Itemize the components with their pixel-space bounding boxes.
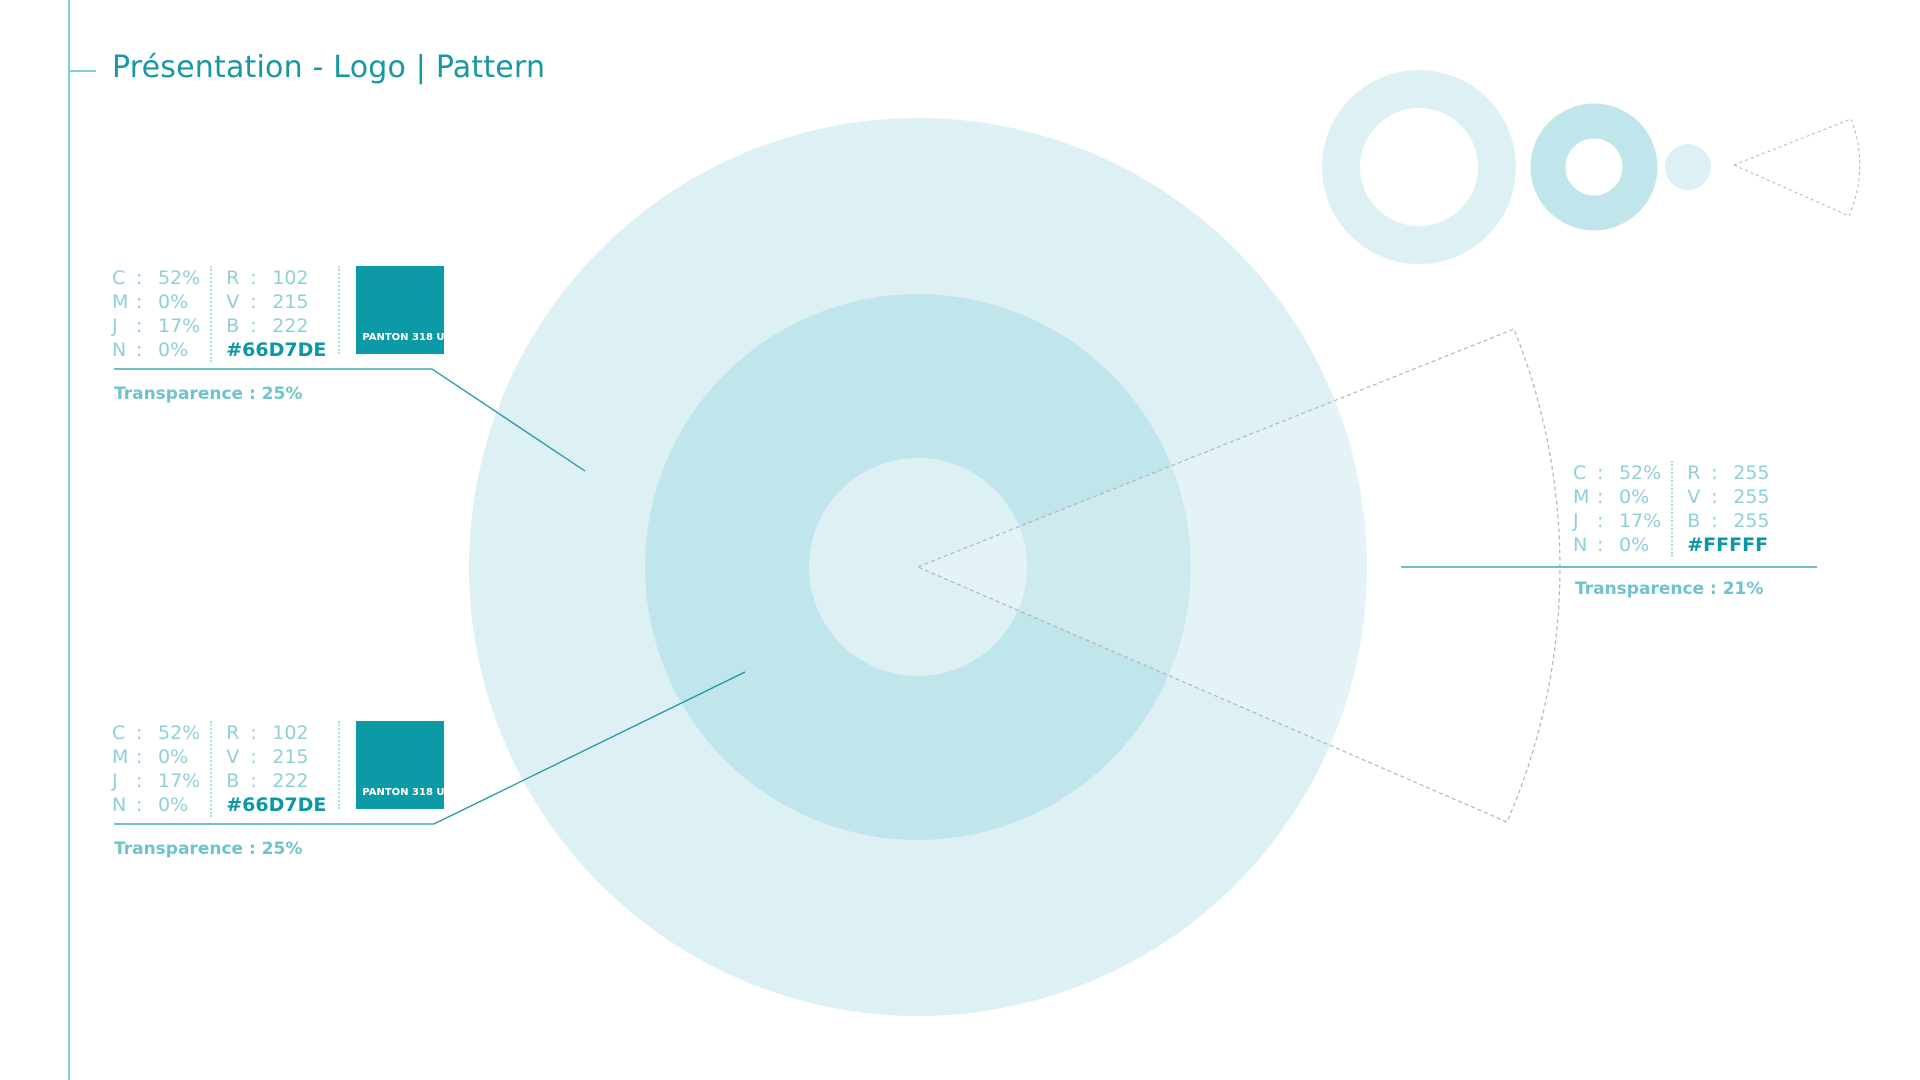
rgb-values: R:255 V:255 B:255 #FFFFF bbox=[1671, 461, 1773, 557]
leader-line-middle bbox=[114, 671, 746, 825]
rgb-key: V bbox=[226, 746, 240, 768]
cmyk-value: 17% bbox=[158, 770, 201, 792]
rgb-key: V bbox=[226, 291, 240, 313]
rgb-value: 102 bbox=[272, 267, 309, 289]
rgb-values: R:102 V:215 B:222 #66D7DE bbox=[210, 721, 338, 817]
frame-vertical-rule bbox=[68, 0, 70, 1080]
transparent-wedge-shape bbox=[916, 328, 1561, 823]
ring-large-icon bbox=[1322, 70, 1516, 264]
cmyk-value: 0% bbox=[158, 291, 189, 313]
cmyk-key: J bbox=[112, 770, 118, 792]
swatch-container: PANTON 318 U bbox=[338, 266, 445, 354]
swatch-container: PANTON 318 U bbox=[338, 721, 445, 809]
cmyk-key: C bbox=[112, 722, 126, 744]
color-spec-middle: C:52% M:0% J:17% N:0% R:102 V:215 B:222 … bbox=[112, 721, 445, 861]
ring-medium-icon bbox=[1530, 103, 1658, 231]
rgb-value: 255 bbox=[1733, 510, 1770, 532]
frame-horizontal-tick bbox=[68, 70, 96, 72]
cmyk-key: N bbox=[1573, 534, 1588, 556]
rgb-key: R bbox=[226, 722, 240, 744]
rgb-value: 255 bbox=[1733, 486, 1770, 508]
cmyk-value: 0% bbox=[1619, 486, 1650, 508]
cmyk-value: 0% bbox=[158, 339, 189, 361]
rgb-key: V bbox=[1687, 486, 1701, 508]
cmyk-value: 0% bbox=[158, 794, 189, 816]
rgb-key: B bbox=[1687, 510, 1701, 532]
hex-code: #66D7DE bbox=[226, 794, 327, 816]
cmyk-key: M bbox=[112, 291, 129, 313]
cmyk-values: C:52% M:0% J:17% N:0% bbox=[1573, 462, 1662, 556]
swatch-label: PANTON 318 U bbox=[362, 332, 445, 343]
cmyk-key: N bbox=[112, 339, 127, 361]
cmyk-value: 52% bbox=[158, 267, 201, 289]
cmyk-key: N bbox=[112, 794, 127, 816]
cmyk-key: J bbox=[112, 315, 118, 337]
cmyk-values: C:52% M:0% J:17% N:0% bbox=[112, 267, 201, 361]
cmyk-values: C:52% M:0% J:17% N:0% bbox=[112, 722, 201, 816]
rgb-values: R:102 V:215 B:222 #66D7DE bbox=[210, 266, 338, 362]
rgb-value: 222 bbox=[272, 770, 309, 792]
cmyk-key: J bbox=[1573, 510, 1579, 532]
cmyk-value: 52% bbox=[1619, 462, 1662, 484]
transparency-label: Transparence : 25% bbox=[114, 839, 303, 859]
rgb-value: 255 bbox=[1733, 462, 1770, 484]
cmyk-key: M bbox=[112, 746, 129, 768]
color-spec-wedge: C:52% M:0% J:17% N:0% R:255 V:255 B:255 … bbox=[1573, 461, 1773, 601]
cmyk-value: 17% bbox=[158, 315, 201, 337]
hex-code: #FFFFF bbox=[1687, 534, 1769, 556]
color-swatch: PANTON 318 U bbox=[356, 266, 445, 354]
swatch-label: PANTON 318 U bbox=[362, 787, 445, 798]
rgb-key: R bbox=[226, 267, 240, 289]
rgb-value: 222 bbox=[272, 315, 309, 337]
cmyk-value: 52% bbox=[158, 722, 201, 744]
page-title: Présentation - Logo | Pattern bbox=[112, 50, 546, 85]
transparency-label: Transparence : 25% bbox=[114, 384, 303, 404]
rgb-value: 215 bbox=[272, 746, 309, 768]
dot-small-icon bbox=[1665, 144, 1711, 190]
hex-code: #66D7DE bbox=[226, 339, 327, 361]
cmyk-key: C bbox=[112, 267, 126, 289]
cmyk-value: 0% bbox=[158, 746, 189, 768]
cmyk-value: 17% bbox=[1619, 510, 1662, 532]
color-swatch: PANTON 318 U bbox=[356, 721, 445, 809]
rgb-key: R bbox=[1687, 462, 1701, 484]
cmyk-key: C bbox=[1573, 462, 1587, 484]
rgb-value: 102 bbox=[272, 722, 309, 744]
leader-line-outer bbox=[114, 368, 586, 472]
wedge-small-icon bbox=[1732, 118, 1861, 217]
rgb-key: B bbox=[226, 770, 240, 792]
color-spec-outer: C:52% M:0% J:17% N:0% R:102 V:215 B:222 … bbox=[112, 266, 445, 406]
rgb-value: 215 bbox=[272, 291, 309, 313]
rgb-key: B bbox=[226, 315, 240, 337]
cmyk-key: M bbox=[1573, 486, 1590, 508]
cmyk-value: 0% bbox=[1619, 534, 1650, 556]
transparency-label: Transparence : 21% bbox=[1575, 579, 1764, 599]
